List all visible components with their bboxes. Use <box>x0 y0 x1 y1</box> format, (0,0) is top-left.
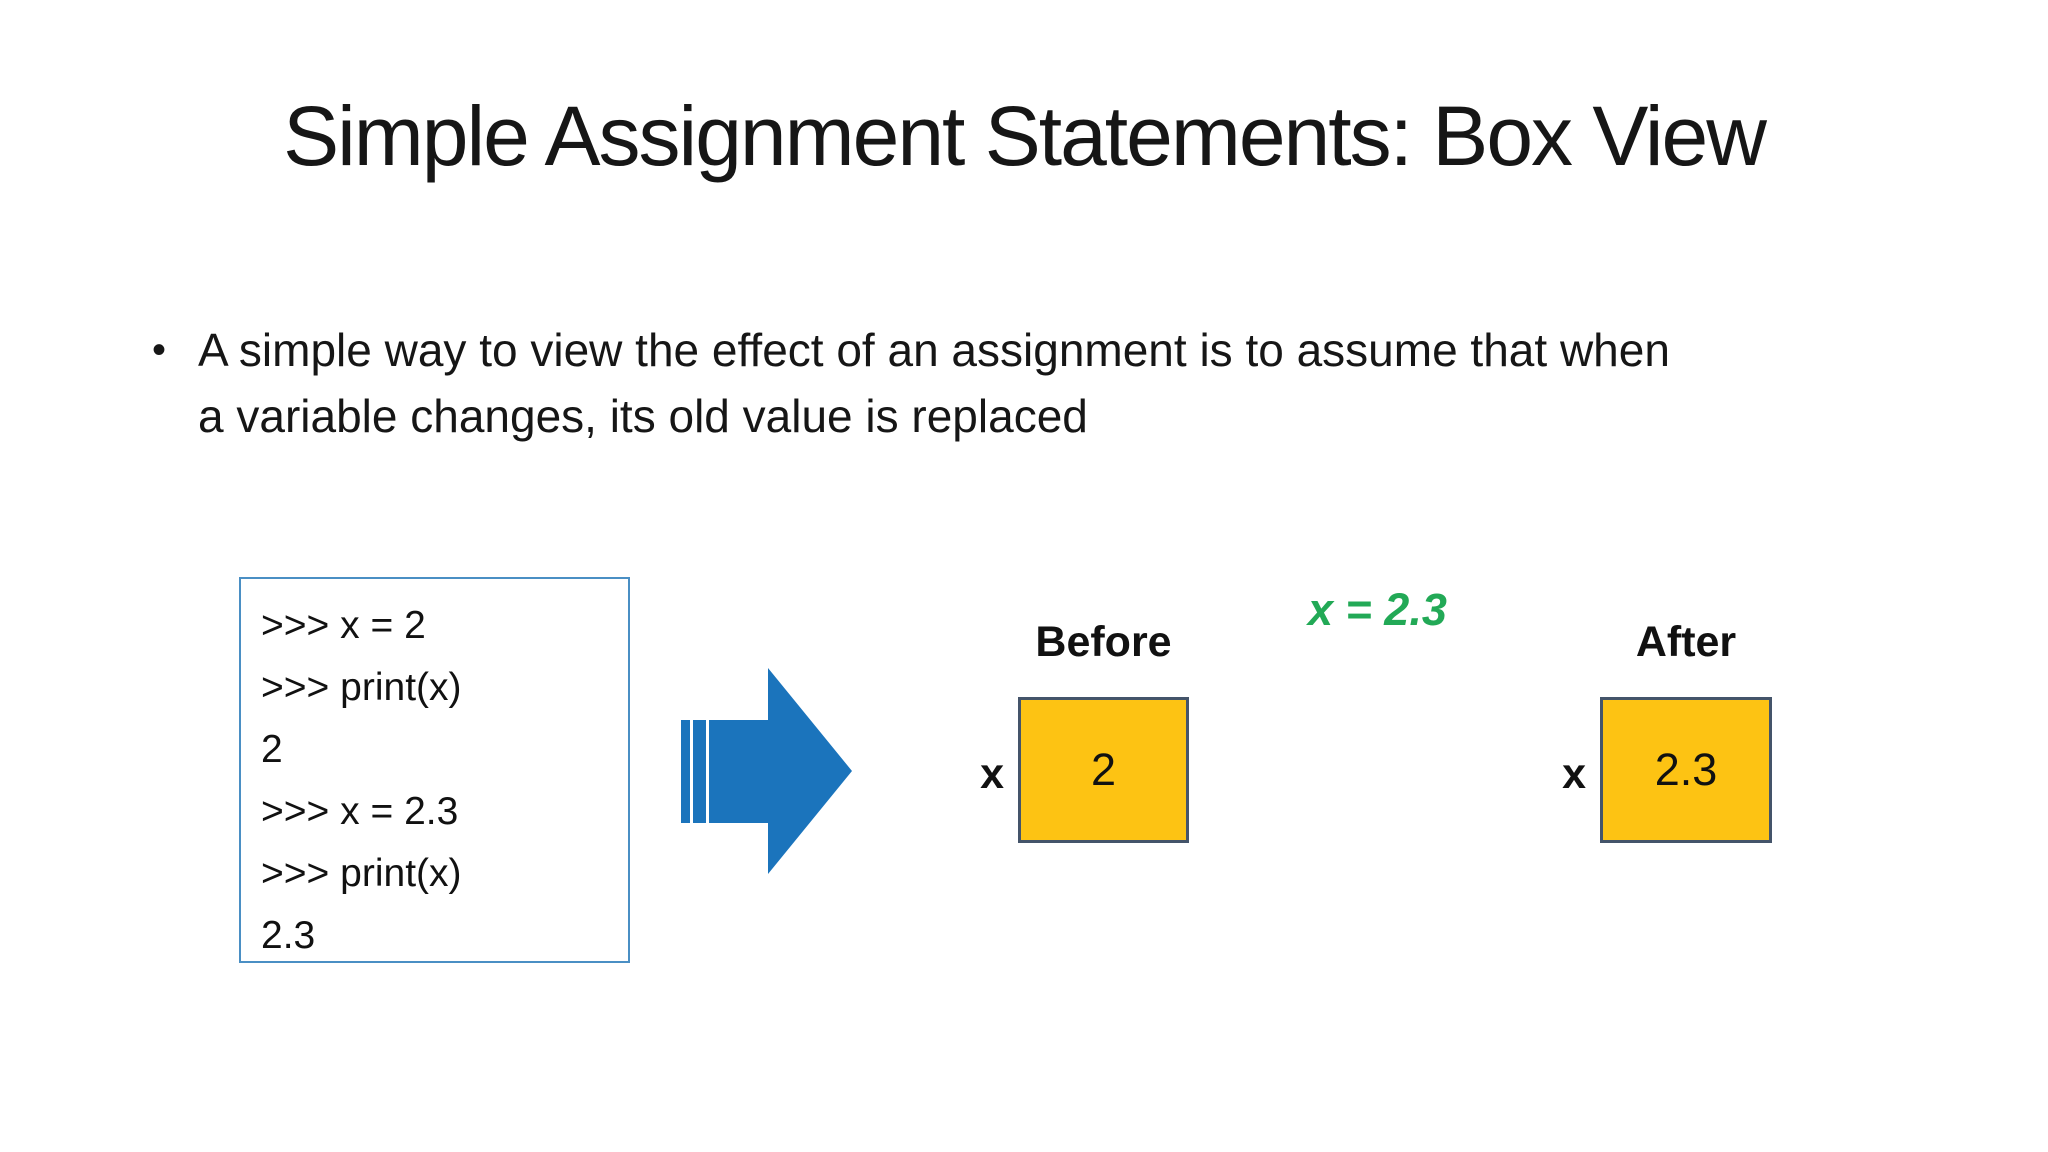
arrow-stripe-thick <box>693 720 706 823</box>
before-value: 2 <box>1090 744 1117 795</box>
code-line: >>> x = 2 <box>261 604 426 647</box>
bullet-text: A simple way to view the effect of an as… <box>198 324 1670 442</box>
bullet-marker: • <box>152 328 167 372</box>
arrow-body <box>709 668 852 874</box>
assignment-annotation: x = 2.3 <box>1308 584 1447 635</box>
before-label: Before <box>1035 618 1172 666</box>
code-box: >>> x = 2 >>> print(x) 2 >>> x = 2.3 >>>… <box>239 577 630 963</box>
slide-title: Simple Assignment Statements: Box View <box>283 89 1767 183</box>
after-box: 2.3 <box>1600 697 1772 843</box>
after-label: After <box>1635 618 1737 666</box>
before-var-label: x <box>980 750 1004 798</box>
arrow-stripe-thin <box>681 720 690 823</box>
before-box: 2 <box>1018 697 1189 843</box>
code-line: >>> print(x) <box>261 666 462 709</box>
code-line: 2 <box>261 728 283 771</box>
code-line: >>> print(x) <box>261 852 462 895</box>
code-line: 2.3 <box>261 914 316 957</box>
code-line: >>> x = 2.3 <box>261 790 459 833</box>
bullet-item: • A simple way to view the effect of an … <box>152 318 1752 450</box>
striped-right-arrow-icon <box>678 665 856 877</box>
after-value: 2.3 <box>1654 744 1718 795</box>
after-var-label: x <box>1562 750 1586 798</box>
